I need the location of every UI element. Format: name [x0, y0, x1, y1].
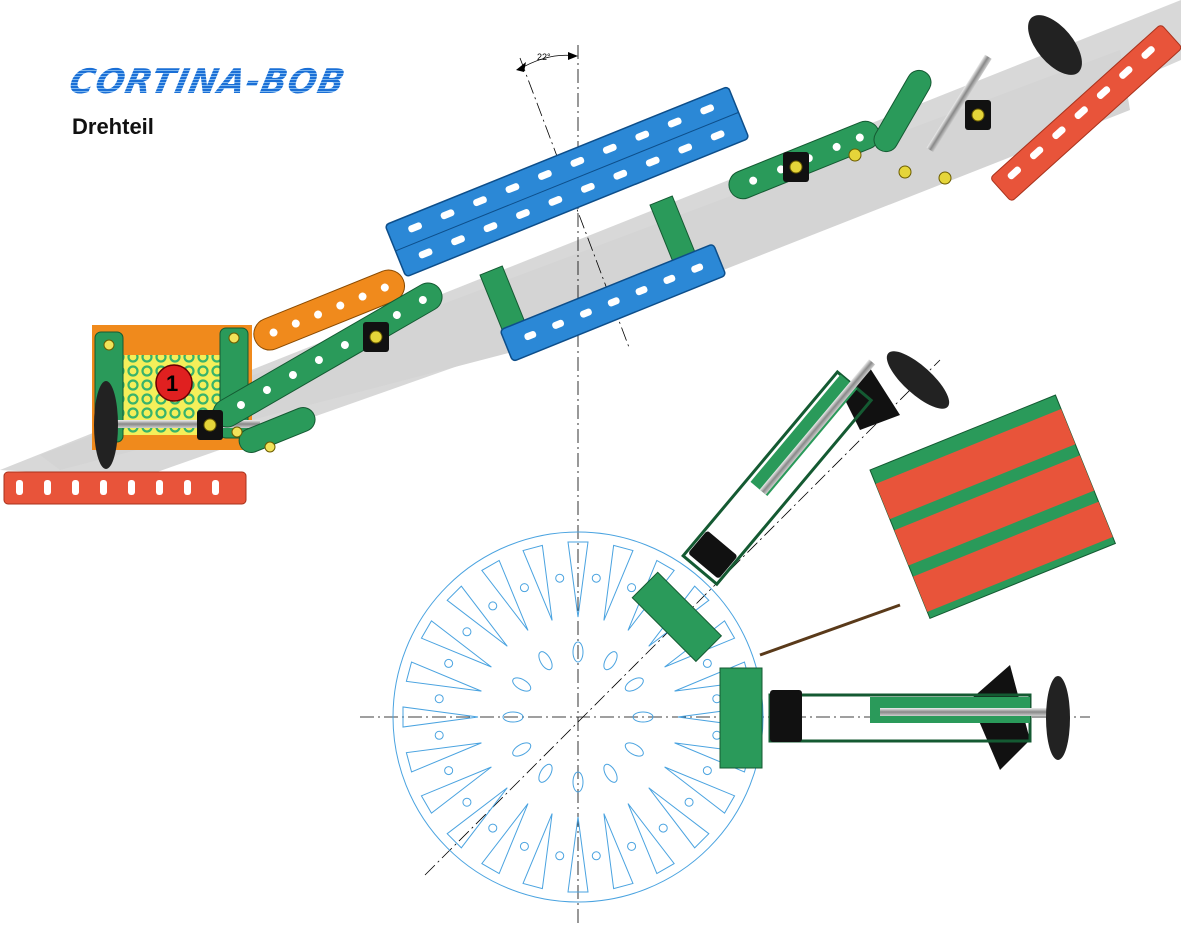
angle-indicator: 22°	[516, 52, 578, 72]
disc-slot	[420, 620, 492, 668]
disc-slot	[481, 803, 529, 875]
disc-slot	[664, 766, 736, 814]
wheel-icon	[1028, 15, 1082, 75]
disc-slot	[405, 742, 482, 773]
wheel-icon	[886, 351, 950, 409]
disc-hole	[591, 851, 601, 861]
disc-slot	[522, 813, 553, 890]
disc-slot	[405, 661, 482, 692]
red-strip-top	[991, 25, 1181, 201]
disc-inner-slot	[512, 677, 532, 692]
disc-inner-slot	[632, 711, 654, 723]
disc-hole	[627, 841, 637, 851]
wheel-icon	[1046, 676, 1070, 760]
disc-hole	[434, 730, 444, 740]
rod-upper-right	[926, 54, 992, 153]
disc-inner-slot	[502, 711, 524, 723]
disc-hole	[462, 797, 472, 807]
disc-slot	[627, 803, 675, 875]
axle-left	[110, 420, 260, 428]
rod-assembly-lower	[719, 667, 1050, 769]
blue-girder-bottom	[500, 244, 726, 362]
screw-icon	[103, 332, 276, 453]
orange-strip	[253, 269, 406, 351]
green-arm-upright	[873, 69, 932, 153]
disc-inner-slot	[512, 742, 532, 757]
disc-slot	[522, 544, 553, 621]
disc-hole	[444, 658, 454, 668]
disc-inner-slot	[624, 677, 644, 692]
disc-hole	[702, 766, 712, 776]
disc-hole	[591, 573, 601, 583]
seat-number: 1	[166, 371, 178, 396]
disc-hole	[444, 766, 454, 776]
wheel-icon	[94, 381, 118, 469]
blue-girder-top	[385, 86, 749, 277]
disc-slot	[648, 787, 710, 849]
disc-slot	[567, 541, 589, 618]
disc-slot	[446, 787, 508, 849]
disc-hole	[519, 583, 529, 593]
disc-slot	[603, 813, 634, 890]
disc-hole	[658, 823, 668, 833]
red-strip-bottom	[3, 471, 247, 505]
disc-inner-slot	[572, 641, 584, 663]
wire-line	[759, 603, 901, 657]
disc-slot	[603, 544, 634, 621]
disc-slot	[402, 706, 479, 728]
disc-slot	[420, 766, 492, 814]
green-arm-lower	[238, 407, 316, 454]
disc-hole	[555, 573, 565, 583]
angle-label: 22°	[537, 52, 551, 62]
disc-hole	[434, 694, 444, 704]
nut-icon	[203, 108, 985, 432]
disc-hole	[519, 841, 529, 851]
red-basket	[869, 394, 1117, 620]
disc-hole	[555, 851, 565, 861]
disc-inner-slot	[538, 651, 553, 671]
logo-title: CORTINA-BOB	[65, 62, 350, 102]
disc-inner-slot	[572, 771, 584, 793]
disc-inner-slot	[603, 651, 618, 671]
disc-hole	[462, 627, 472, 637]
disc-slot	[567, 816, 589, 893]
disc-hole	[684, 797, 694, 807]
disc-hole	[488, 823, 498, 833]
disc-hole	[627, 583, 637, 593]
green-block-diagonal	[631, 571, 723, 663]
disc-slot	[481, 559, 529, 631]
disc-hole	[702, 658, 712, 668]
disc-inner-slot	[624, 742, 644, 757]
disc-slot	[446, 585, 508, 647]
rod-assembly-diagonal	[681, 359, 876, 587]
subtitle: Drehteil	[72, 114, 154, 139]
disc-hole	[488, 601, 498, 611]
disc-inner-slot	[603, 763, 618, 783]
disc-inner-slot	[538, 763, 553, 783]
